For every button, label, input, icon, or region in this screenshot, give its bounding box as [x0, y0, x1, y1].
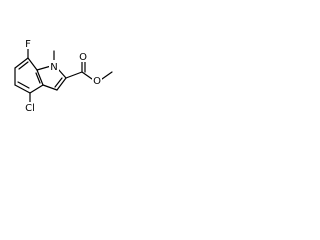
ester-oxygen-label-bg — [92, 74, 102, 86]
ester-oxygen-atom-label: O — [93, 76, 101, 87]
chemical-structure-diagram: F N Cl O O — [14, 37, 113, 114]
substituents — [27, 48, 55, 103]
bond-c3-c3a — [42, 84, 58, 91]
bond-c3a-c7a — [36, 69, 44, 86]
bond-c7a-n1 — [36, 65, 52, 71]
fluorine-atom-label: F — [25, 39, 31, 50]
double-bond-c3a-c7a — [35, 72, 41, 84]
nitrogen-label-bg — [49, 60, 59, 72]
benzene-ring — [14, 57, 44, 94]
fluorine-label-bg — [23, 37, 33, 49]
carbonyl-oxygen-atom-label: O — [79, 52, 87, 63]
chlorine-label-bg — [23, 102, 38, 114]
bond-ester-o-methyl — [101, 71, 113, 80]
nitrogen-atom-label: N — [50, 62, 57, 73]
bond-carbonyl-ester-o — [81, 71, 93, 80]
bond-c7a-c7 — [27, 57, 38, 71]
bond-c5-c4 — [14, 84, 31, 94]
bond-c2-c3 — [56, 77, 67, 91]
bond-n1-c2 — [57, 68, 67, 79]
atom-labels: F N Cl O O — [23, 37, 102, 114]
methyl-ester-group — [65, 61, 113, 80]
pyrrole-ring — [36, 65, 67, 91]
carbonyl-oxygen-label-bg — [78, 50, 88, 62]
bond-c7-c6 — [14, 57, 29, 69]
bond-c2-carbonyl — [65, 71, 83, 79]
chlorine-atom-label: Cl — [25, 103, 35, 114]
double-bond-c5-c4 — [17, 81, 30, 89]
bond-c4-c3a — [29, 84, 44, 94]
double-bond-c2-c3 — [54, 77, 63, 88]
double-bond-c7-c6 — [18, 61, 29, 70]
